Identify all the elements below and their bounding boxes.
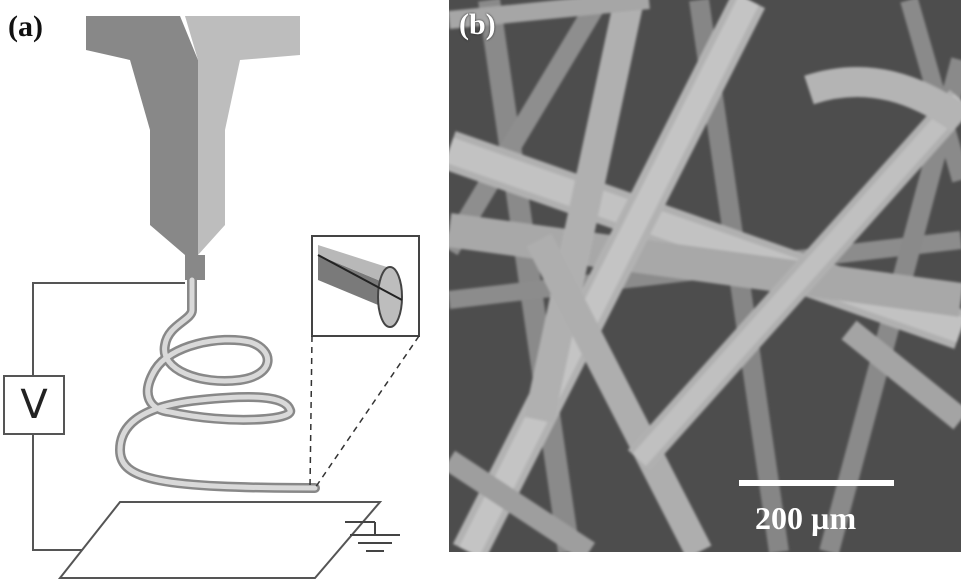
nozzle [86, 16, 300, 280]
ground-symbol [345, 521, 400, 552]
panel-b-label: (b) [459, 8, 496, 41]
fiber-jet [114, 275, 320, 493]
fiber-inset [309, 235, 420, 489]
fiber-network [449, 0, 961, 552]
collector-plate [57, 501, 383, 579]
electrospinning-schematic: (a) V [0, 0, 445, 582]
panel-a-label: (a) [8, 10, 43, 43]
scale-bar [739, 480, 894, 486]
sem-micrograph: (b) 200 µm [449, 0, 961, 552]
circuit-wires [32, 282, 185, 551]
schematic-drawing [32, 16, 420, 579]
scale-bar-label: 200 µm [755, 500, 857, 536]
voltage-source: V [3, 375, 65, 435]
